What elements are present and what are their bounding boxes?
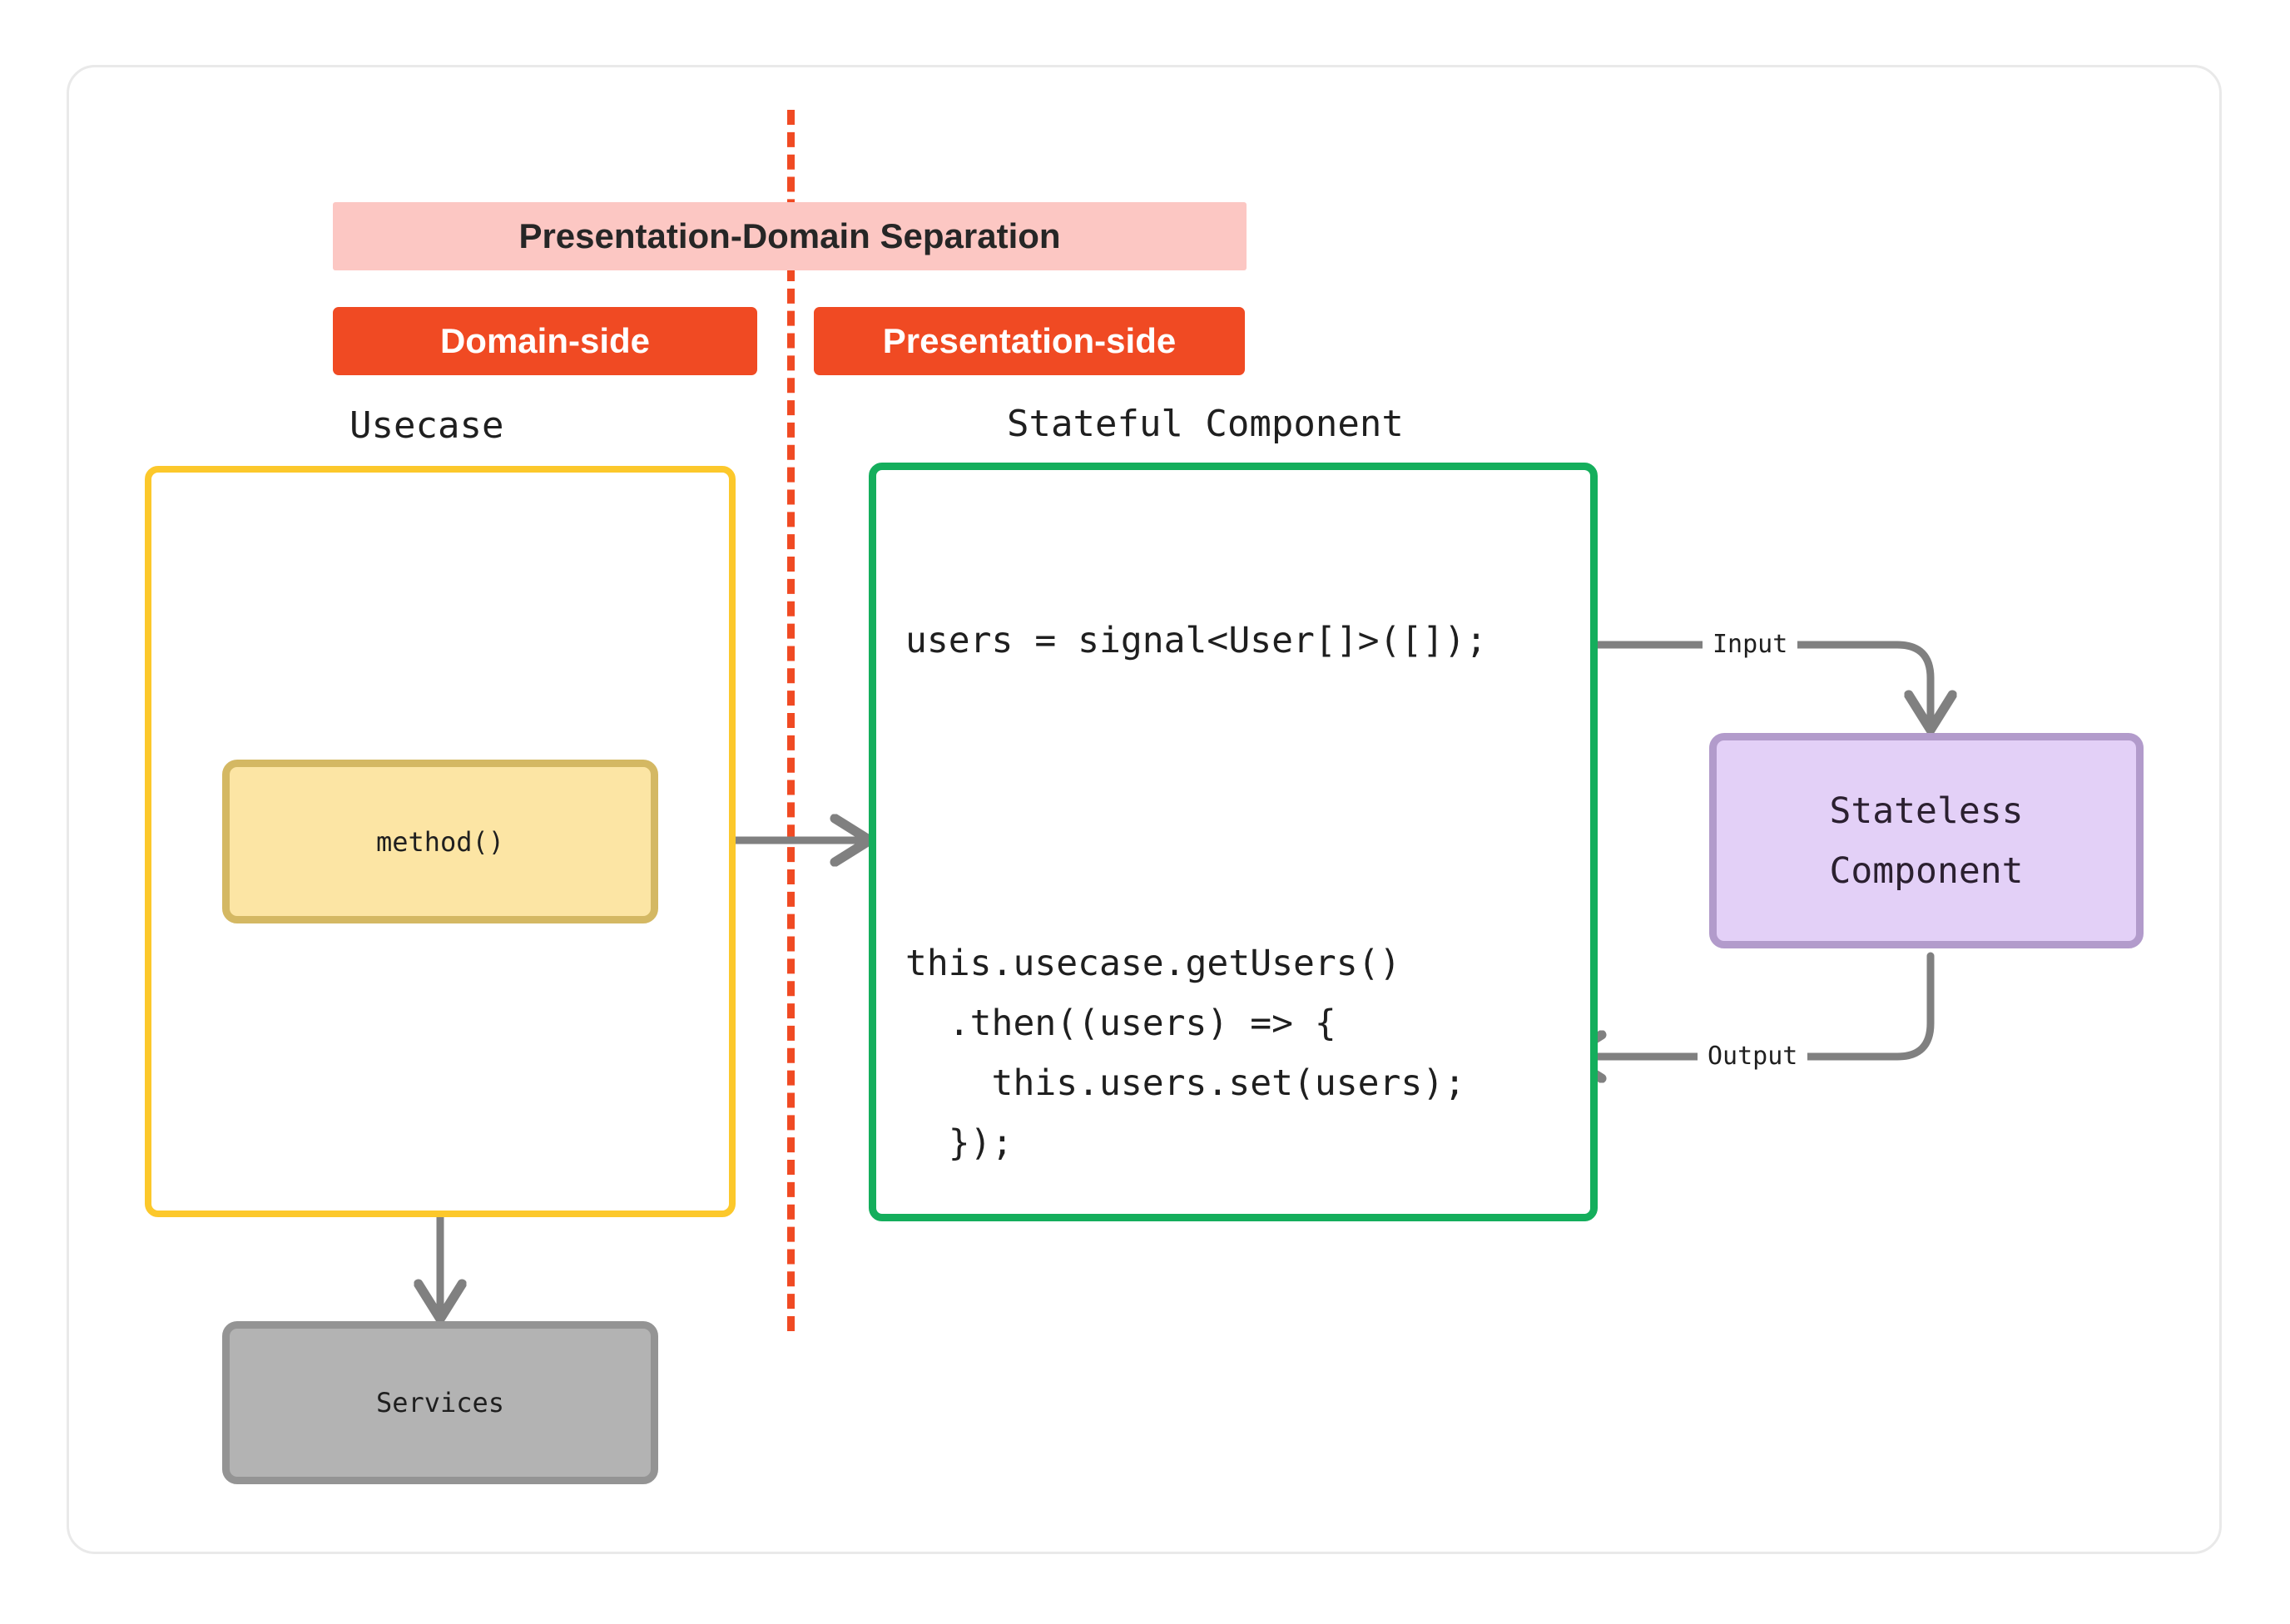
section-label-usecase: Usecase bbox=[349, 404, 504, 447]
section-label-stateful-component: Stateful Component bbox=[1007, 403, 1404, 445]
code-signal-declaration: users = signal<User[]>([]); bbox=[905, 620, 1487, 661]
node-services-label: Services bbox=[375, 1387, 505, 1419]
node-services[interactable]: Services bbox=[222, 1321, 658, 1484]
code-fetch-block: this.usecase.getUsers() .then((users) =>… bbox=[905, 943, 1466, 1164]
edge-label-output: Output bbox=[1698, 1042, 1808, 1071]
banner-presentation-side: Presentation-side bbox=[814, 307, 1245, 375]
node-method-label: method() bbox=[375, 825, 505, 858]
node-method[interactable]: method() bbox=[222, 760, 658, 923]
edge-label-input: Input bbox=[1703, 630, 1798, 659]
title-banner: Presentation-Domain Separation bbox=[333, 202, 1247, 270]
node-stateless-component[interactable]: Stateless Component bbox=[1709, 733, 2144, 948]
presentation-domain-divider-icon bbox=[787, 110, 795, 1331]
banner-domain-side: Domain-side bbox=[333, 307, 757, 375]
node-stateless-label-line2: Component bbox=[1829, 849, 2024, 892]
stateful-component-container bbox=[869, 463, 1598, 1221]
node-stateless-label-line1: Stateless bbox=[1829, 790, 2024, 832]
